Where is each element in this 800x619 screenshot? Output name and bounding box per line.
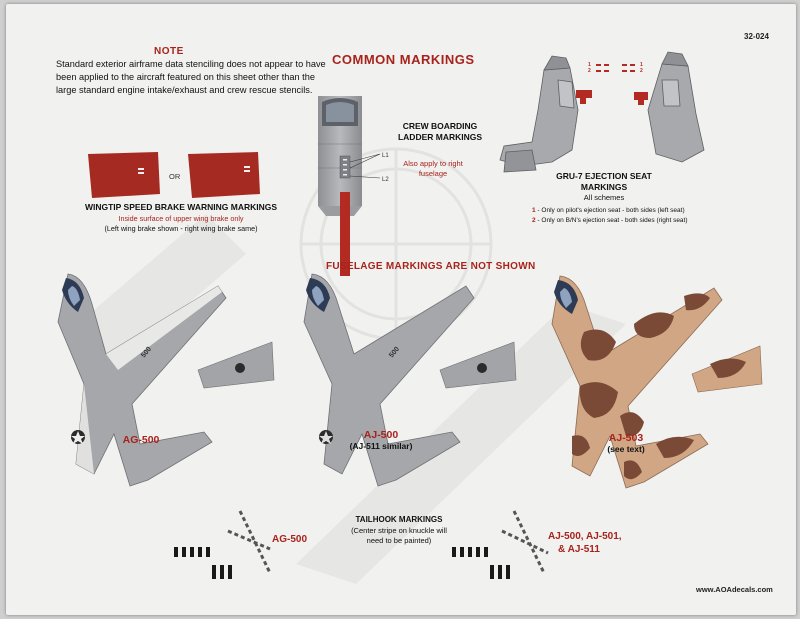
- aircraft-aj500-wing-detail: [439, 341, 517, 389]
- ejection-seat-line-2-text: - Only on B/N's ejection seat - both sid…: [535, 217, 688, 224]
- or-separator: OR: [169, 172, 181, 181]
- tailhook-label-right-line1: AJ-500, AJ-501,: [548, 531, 622, 542]
- aircraft-aj503-label: AJ-503: [608, 432, 644, 444]
- common-markings-title: COMMON MARKINGS: [332, 52, 475, 67]
- tailhook-markings-title: TAILHOOK MARKINGS: [355, 515, 443, 524]
- tailhook-markings-left: [174, 510, 272, 579]
- ejection-seat-line-1-text: - Only on pilot's ejection seat - both s…: [535, 207, 685, 214]
- aircraft-ag500-plan-view: 500: [57, 273, 227, 487]
- ejection-seat-line-1-num: 1: [532, 207, 536, 214]
- tailhook-markings-note: (Center stripe on knuckle will need to b…: [351, 526, 447, 545]
- ejection-seat-subtitle: All schemes: [583, 193, 625, 202]
- wing-brake-marking-1: [88, 152, 160, 198]
- ladder-markings-note: Also apply to right fuselage: [403, 159, 463, 178]
- aircraft-aj500-sub: (AJ-511 similar): [349, 441, 413, 451]
- svg-text:1: 1: [640, 62, 643, 68]
- aircraft-ag500-label: AG-500: [122, 434, 160, 446]
- aircraft-ag500-wing-detail: [197, 341, 275, 389]
- wingtip-markings-sub1: Inside surface of upper wing brake only: [118, 214, 244, 223]
- aircraft-aj503-wing-detail: [691, 345, 763, 393]
- ladder-l2-label: L2: [382, 177, 389, 183]
- wingtip-markings-sub2: (Left wing brake shown - right wing brak…: [104, 224, 258, 233]
- ladder-l1-label: L1: [382, 153, 389, 159]
- ejection-seat-line-2-num: 2: [532, 217, 536, 224]
- aircraft-aj500-plan-view: 500: [303, 273, 475, 487]
- ejection-seat-line-2: 2 - Only on B/N's ejection seat - both s…: [532, 217, 688, 224]
- note-body: Standard exterior airframe data stencili…: [56, 59, 326, 95]
- aircraft-aj500-label: AJ-500: [363, 429, 399, 441]
- tailhook-label-right-line2: & AJ-511: [558, 544, 600, 555]
- note-title: NOTE: [154, 46, 184, 57]
- decal-instruction-sheet: 32-024 NOTE Standard exterior airframe d…: [6, 4, 796, 615]
- aircraft-aj503-plan-view: [551, 275, 723, 489]
- tailhook-label-left: AG-500: [272, 534, 308, 545]
- ladder-markings-title: CREW BOARDING LADDER MARKINGS: [397, 121, 483, 142]
- ejection-seat-title: GRU-7 EJECTION SEAT MARKINGS: [556, 171, 652, 192]
- fuselage-note: FUSELAGE MARKINGS ARE NOT SHOWN: [326, 261, 536, 272]
- ladder-illustration: L1 L2: [318, 96, 389, 276]
- wingtip-markings-title: WINGTIP SPEED BRAKE WARNING MARKINGS: [84, 202, 278, 212]
- svg-text:2: 2: [588, 68, 591, 74]
- tailhook-label-right: AJ-500, AJ-501, & AJ-511: [548, 530, 648, 556]
- wing-brake-marking-2: [188, 152, 260, 198]
- sheet-number: 32-024: [744, 32, 769, 41]
- aircraft-aj503-sub: (see text): [607, 444, 645, 454]
- svg-text:2: 2: [640, 68, 643, 74]
- tailhook-markings-right: [452, 510, 549, 579]
- ejection-seat-line-1: 1 - Only on pilot's ejection seat - both…: [532, 207, 685, 214]
- svg-text:1: 1: [588, 62, 591, 68]
- ejection-seat-illustration: 1 2 1 2: [499, 51, 705, 173]
- website-link[interactable]: www.AOAdecals.com: [696, 585, 773, 594]
